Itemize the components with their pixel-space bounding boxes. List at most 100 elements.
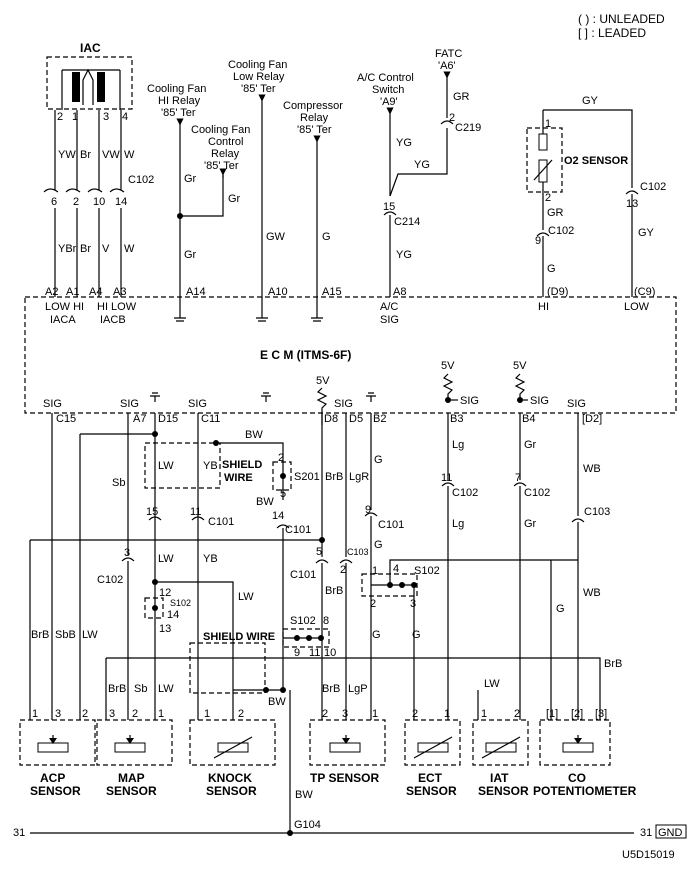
iac-pin-2: 2 (57, 111, 63, 123)
s102-label-3: S102 (290, 615, 316, 627)
iac-wire-vw: VW (102, 149, 120, 161)
connector-c101-3: C101 (290, 569, 316, 581)
fan-hi-label-1: Cooling Fan (147, 83, 206, 95)
wire-g-ect: G (412, 629, 421, 641)
map-sensor-box (96, 719, 173, 766)
compressor-label-2: Relay (300, 112, 329, 124)
acp-sensor-box (19, 719, 96, 766)
iat-pin-1: 1 (481, 708, 487, 720)
wire-yg-2: YG (414, 159, 430, 171)
acp-pin-2: 2 (82, 708, 88, 720)
iat-sensor-box (472, 719, 529, 766)
wire-g-comp: G (322, 231, 331, 243)
wire-wb-2: WB (583, 587, 601, 599)
fan-low-label-1: Cooling Fan (228, 59, 287, 71)
s102-pin-4: 4 (393, 563, 399, 575)
figure-id: U5D15019 (622, 849, 675, 861)
wire-lg-2: Lg (452, 518, 464, 530)
wire-lw-shield: LW (158, 460, 174, 472)
o2-pin-2: 2 (545, 192, 551, 204)
pin-15-c214: 15 (383, 201, 395, 213)
wire-yb-c11: YB (203, 553, 218, 565)
s201-pin-5: 5 (280, 488, 286, 500)
iat-thermistor-icon (481, 736, 521, 759)
s102-pin-3: 3 (410, 598, 416, 610)
ecm-pin-d8: D8 (324, 413, 338, 425)
iac-wire-yw: YW (58, 149, 76, 161)
acp-pin-3: 3 (55, 708, 61, 720)
ground-ref-left: 31 (13, 827, 25, 839)
wire-bw-1: BW (245, 429, 263, 441)
ac-switch-label-1: A/C Control (357, 72, 414, 84)
tp-pin-1: 1 (372, 708, 378, 720)
ect-pin-1: 1 (444, 708, 450, 720)
map-sensor-label-1: MAP (118, 771, 145, 785)
o2-sensor-icon (533, 133, 553, 183)
ecm-pin-a2: A2 (45, 286, 58, 298)
wire-gr-1: Gr (184, 173, 197, 185)
ecm-pin-a4: A4 (89, 286, 102, 298)
ecm-pin-low: LOW (624, 301, 650, 313)
iac-connector-line (43, 188, 125, 193)
fan-low-label-2: Low Relay (233, 71, 285, 83)
ecm-sig-c15: SIG (43, 398, 62, 410)
s102-pin-14: 14 (167, 609, 179, 621)
b4-pin-7: 7 (515, 472, 521, 484)
ecm-5v-d8: 5V (316, 375, 330, 387)
iac-pin-4: 4 (122, 111, 128, 123)
iac-conn-pin-10: 10 (93, 196, 105, 208)
iacb-pin-labels: HI LOW (97, 301, 137, 313)
c101-pin-15: 15 (146, 506, 158, 518)
connector-c101-1: C101 (208, 516, 234, 528)
wire-gr-3: Gr (228, 193, 241, 205)
ecm-sig-c11: SIG (188, 398, 207, 410)
ect-sensor-box (404, 719, 461, 766)
fan-ctrl-label-2: Control (208, 136, 243, 148)
iac-conn-pin-6: 6 (51, 196, 57, 208)
wire-sbb-acp: SbB (55, 629, 76, 641)
wire-gy-1: GY (582, 95, 599, 107)
c101-pin-5: 5 (316, 546, 322, 558)
compressor-label-3: '85' Ter (297, 124, 332, 136)
wire-brb-tp2: BrB (322, 683, 340, 695)
ecm-pin-b3: B3 (450, 413, 463, 425)
splice-dot (177, 213, 183, 219)
connector-c102-b4: C102 (524, 487, 550, 499)
c101-pin-14: 14 (272, 510, 284, 522)
fan-ctrl-label-4: '85' Ter (204, 160, 239, 172)
connector-c219: C219 (455, 122, 481, 134)
wire-lw-iat: LW (484, 678, 500, 690)
iac-conn-pin-2: 2 (73, 196, 79, 208)
connector-c102-o2b: C102 (640, 181, 666, 193)
ecm-sig-label: SIG (380, 314, 399, 326)
iaca-label: IACA (50, 314, 76, 326)
iac-wire-br: Br (80, 149, 91, 161)
wire-brb-map: BrB (108, 683, 126, 695)
fan-low-label-3: '85' Ter (241, 83, 276, 95)
ecm-pin-a15: A15 (322, 286, 342, 298)
fan-hi-label-2: HI Relay (158, 95, 201, 107)
connector-c103-d2: C103 (584, 506, 610, 518)
connector-c103: C103 (347, 547, 369, 557)
map-pin-1: 1 (158, 708, 164, 720)
o2-pin-9: 9 (535, 235, 541, 247)
acp-sensor-label-2: SENSOR (30, 784, 81, 798)
ect-sensor-label-1: ECT (418, 771, 443, 785)
ground-point-g104: G104 (294, 819, 321, 831)
iac-pin-1: 1 (72, 111, 78, 123)
ecm-sig-a7: SIG (120, 398, 139, 410)
ecm-sig-d5: SIG (334, 398, 353, 410)
o2-sensor-label: O2 SENSOR (564, 155, 628, 167)
wire-bw-2: BW (256, 496, 274, 508)
c103-pin-2: 2 (340, 564, 346, 576)
connector-c101-2: C101 (285, 524, 311, 536)
knock-sensor-box (189, 719, 276, 766)
s201-pin-2: 2 (278, 452, 284, 464)
fan-ctrl-label-1: Cooling Fan (191, 124, 250, 136)
fan-hi-label-3: '85' Ter (161, 107, 196, 119)
tp-sensor-box (309, 719, 386, 766)
ecm-sig-d2: SIG (567, 398, 586, 410)
s102-pin-1: 1 (372, 565, 378, 577)
iac-box (46, 56, 133, 110)
ecm-5v-b3: 5V (441, 360, 455, 372)
